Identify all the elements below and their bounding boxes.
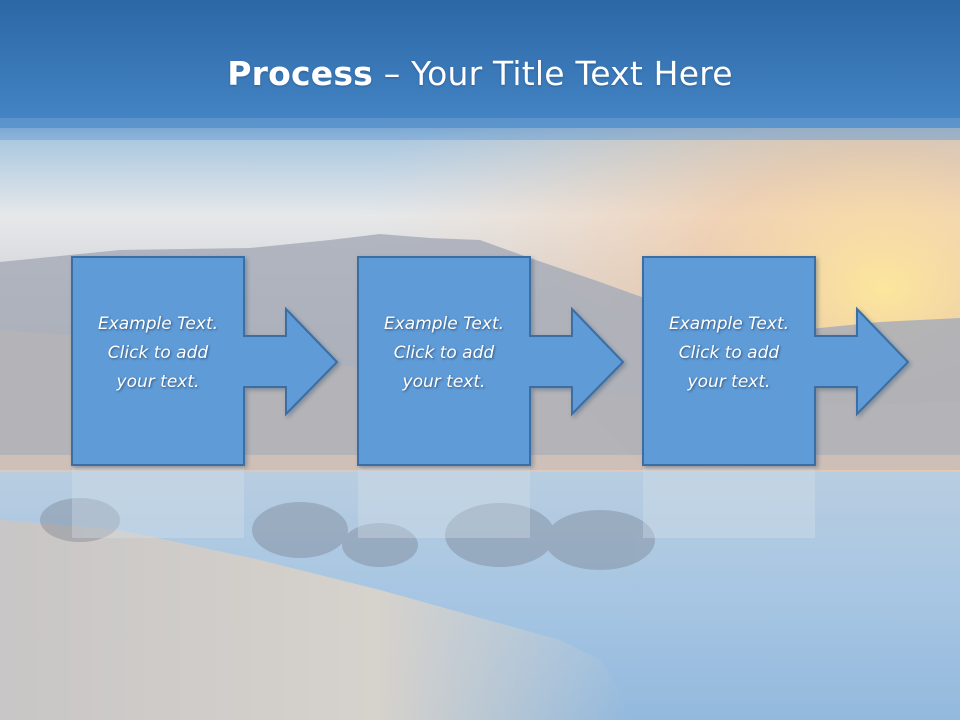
slide-title[interactable]: Process – Your Title Text Here <box>0 52 960 96</box>
process-step-2-text[interactable]: Example Text. Click to add your text. <box>383 314 505 392</box>
title-strong: Process <box>227 54 374 93</box>
title-rest: – Your Title Text Here <box>373 54 733 93</box>
process-step-1-text[interactable]: Example Text. Click to add your text. <box>97 314 219 392</box>
process-step-3-arrow-box[interactable] <box>642 256 910 466</box>
process-step-3-text[interactable]: Example Text. Click to add your text. <box>668 314 790 392</box>
process-step-1-arrow-box[interactable] <box>71 256 339 466</box>
process-step-2-arrow-box[interactable] <box>357 256 625 466</box>
